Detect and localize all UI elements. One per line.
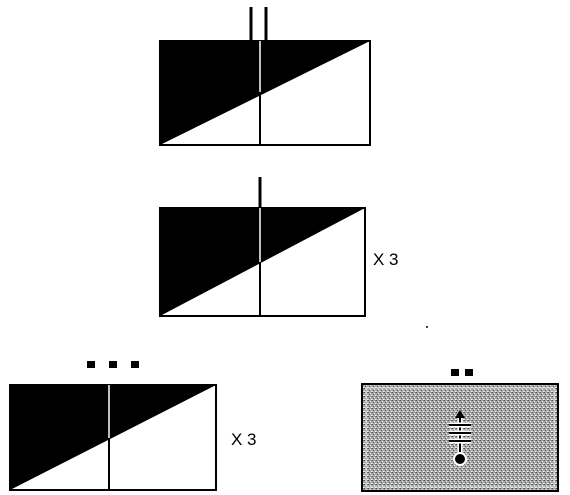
bl-square-marker-1 bbox=[87, 361, 95, 368]
br-square-marker-1 bbox=[451, 369, 459, 376]
bottom-left-black-triangle bbox=[10, 385, 216, 490]
top-panel bbox=[159, 7, 371, 146]
bottom-left-panel: X 3 bbox=[9, 361, 257, 491]
top-black-triangle bbox=[160, 41, 370, 145]
top-frame bbox=[159, 40, 371, 146]
stray-dot bbox=[426, 326, 428, 328]
middle-black-triangle bbox=[160, 208, 365, 316]
bottom-left-frame bbox=[9, 384, 217, 491]
bl-square-marker-2 bbox=[109, 361, 117, 368]
multiplier-bottom-left: X 3 bbox=[231, 430, 257, 449]
br-square-marker-2 bbox=[465, 369, 473, 376]
middle-frame bbox=[159, 207, 366, 317]
bottom-right-inner-frame bbox=[365, 387, 555, 488]
bottom-right-panel bbox=[361, 369, 559, 492]
pin-with-crossbars-icon bbox=[449, 410, 471, 466]
bl-square-marker-3 bbox=[131, 361, 139, 368]
multiplier-middle: X 3 bbox=[373, 250, 399, 269]
middle-panel: X 3 bbox=[159, 177, 399, 317]
